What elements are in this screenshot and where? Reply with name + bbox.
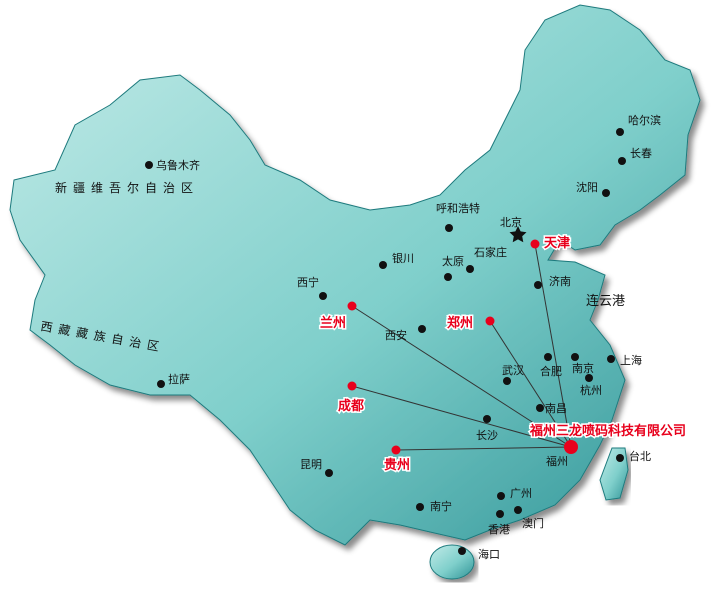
label-hongkong: 香港 [488,523,510,536]
label-shijiazhuang: 石家庄 [474,245,507,259]
label-changchun: 长春 [630,147,652,160]
label-hangzhou: 杭州 [580,383,602,397]
dot-changchun [618,157,626,165]
label-fuzhou: 福州 [546,454,568,468]
dot-jinan [534,281,542,289]
dot-macau [514,506,522,514]
dot-shenyang [602,189,610,197]
dot-nanchang [536,404,544,412]
label-lanzhou: 兰州 [320,315,346,331]
dot-guizhou [391,445,401,455]
label-tianjin: 天津 [544,235,570,251]
dot-lhasa [157,380,165,388]
route-lanzhou [351,305,572,448]
label-hohhot: 呼和浩特 [436,201,480,215]
label-taiyuan: 太原 [442,255,464,268]
route-chengdu [351,385,572,448]
dot-tianjin [530,239,540,249]
dot-hangzhou [585,374,593,382]
dot-nanning [416,503,424,511]
dot-hefei [544,353,552,361]
label-changsha: 长沙 [476,429,498,442]
label-lianyungang: 连云港 [586,293,625,309]
company-label: 福州三龙喷码科技有限公司 [529,423,686,439]
label-hefei: 合肥 [540,364,562,378]
dot-yinchuan [379,261,387,269]
dot-hohhot [445,224,453,232]
label-haikou: 海口 [478,547,500,561]
dot-urumqi [145,161,153,169]
label-beijing: 北京 [500,215,522,229]
dot-nanjing [571,353,579,361]
region-xinjiang: 新疆维吾尔自治区 [55,180,199,195]
dot-wuhan [503,377,511,385]
label-urumqi: 乌鲁木齐 [156,158,200,172]
label-zhengzhou: 郑州 [447,315,473,331]
route-zhengzhou [489,320,572,448]
label-harbin: 哈尔滨 [628,113,661,127]
dot-xian [418,325,426,333]
label-kunming: 昆明 [300,458,322,471]
label-nanjing: 南京 [572,361,594,375]
label-wuhan: 武汉 [502,364,524,377]
dot-xining [319,292,327,300]
dot-shanghai [607,355,615,363]
beijing-star-icon [509,226,527,243]
mainland-shape [9,4,701,546]
label-nanning: 南宁 [430,499,452,513]
dot-changsha [483,415,491,423]
label-xining: 西宁 [297,275,319,289]
label-guizhou: 贵州 [384,457,410,473]
dot-lanzhou [347,301,357,311]
dot-taipei [616,454,624,462]
hainan-island [429,544,475,580]
dot-chengdu [347,381,357,391]
dot-harbin [616,128,624,136]
dot-haikou [458,547,466,555]
route-tianjin [534,243,572,448]
dot-kunming [325,469,333,477]
label-guangzhou: 广州 [510,487,532,500]
dot-taiyuan [444,273,452,281]
taiwan-island [599,447,629,501]
dot-zhengzhou [485,316,495,326]
label-lhasa: 拉萨 [168,372,190,386]
label-shenyang: 沈阳 [576,180,598,194]
label-xian: 西安 [385,328,407,342]
dot-guangzhou [497,492,505,500]
dot-fuzhou-company [564,440,578,454]
route-guizhou [395,446,572,451]
label-macau: 澳门 [522,516,544,530]
label-jinan: 济南 [549,274,571,288]
route-lines [351,243,572,451]
label-chengdu: 成都 [338,398,364,414]
label-yinchuan: 银川 [392,251,414,265]
dot-hongkong [496,510,504,518]
label-nanchang: 南昌 [545,402,567,415]
label-shanghai: 上海 [620,353,642,367]
label-taipei: 台北 [629,449,651,463]
dot-shijiazhuang [466,265,474,273]
